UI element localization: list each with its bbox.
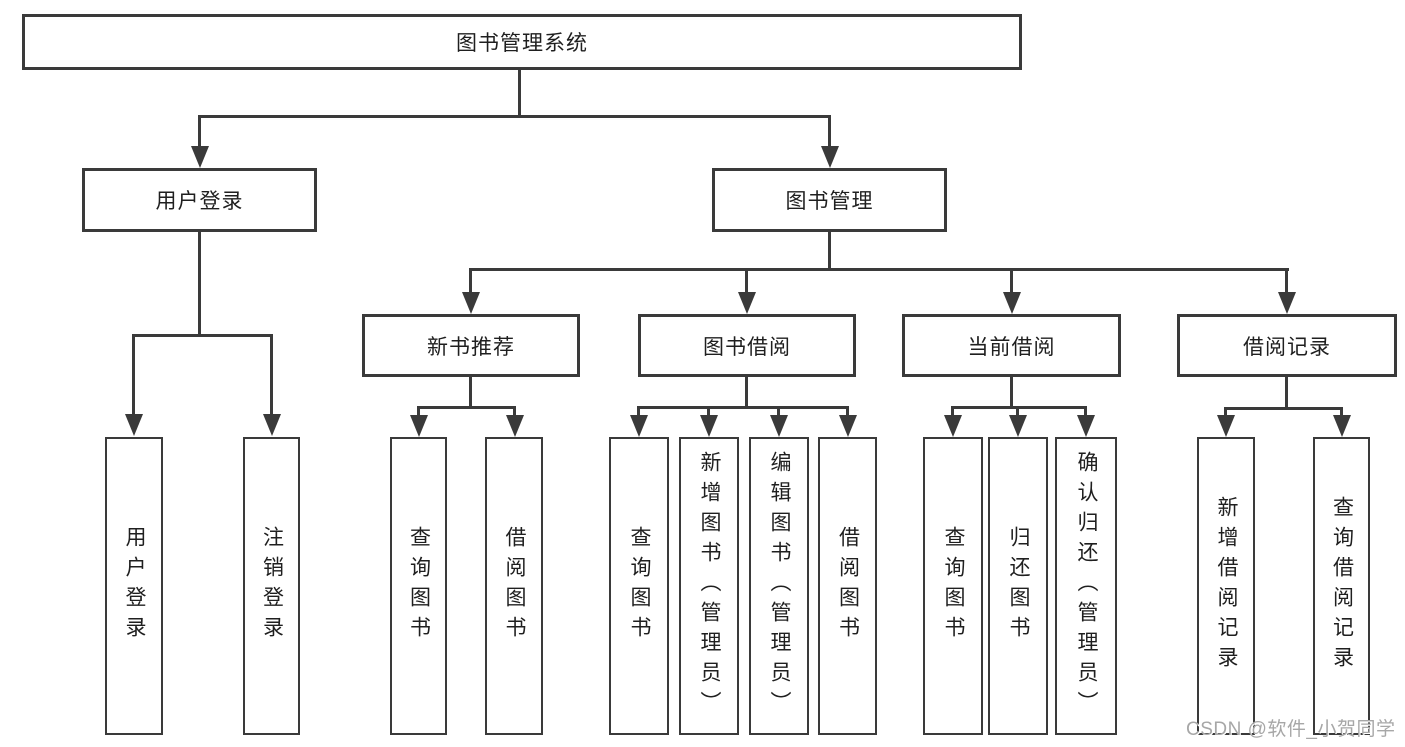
leaf-logout-label: 注销登录: [260, 526, 284, 646]
edge-bookmgmt-stem: [828, 232, 831, 271]
leaf-borrow-query-label: 查询图书: [628, 526, 651, 646]
leaf-record-query-label: 查询借阅记录: [1330, 496, 1354, 676]
arrowhead-book-mgmt-icon: [821, 146, 839, 168]
edge-borrowrecords-stem: [1285, 377, 1288, 410]
leaf-borrow-borrow-label: 借阅图书: [836, 526, 860, 646]
edge-to-leaf-cb-return: [1016, 406, 1019, 417]
edge-to-leaf-cb-query: [951, 406, 954, 417]
edge-to-current-borrow: [1010, 268, 1013, 293]
edge-root-to-book-mgmt: [828, 115, 831, 148]
arrowhead-leaf-bb-borrow-icon: [839, 415, 857, 437]
node-book-management: 图书管理: [712, 168, 947, 232]
edge-userlogin-rail: [132, 334, 273, 337]
leaf-borrow-add-admin-label: 新增图书（管理员）: [698, 451, 721, 721]
edge-to-leaf-logout: [270, 334, 273, 415]
node-current-borrow: 当前借阅: [902, 314, 1121, 377]
arrowhead-leaf-logout-icon: [263, 414, 281, 436]
leaf-logout: 注销登录: [243, 437, 300, 735]
edge-bookborrow-stem: [745, 377, 748, 409]
edge-to-borrow-records: [1285, 268, 1288, 293]
arrowhead-leaf-br-query-icon: [1333, 415, 1351, 437]
node-book-management-label: 图书管理: [785, 190, 874, 213]
node-borrow-records: 借阅记录: [1177, 314, 1397, 377]
node-book-borrow: 图书借阅: [638, 314, 856, 377]
edge-to-leaf-nb-query: [417, 406, 420, 417]
leaf-newbook-borrow-label: 借阅图书: [503, 526, 526, 646]
leaf-borrow-borrow: 借阅图书: [818, 437, 877, 735]
arrowhead-leaf-cb-query-icon: [944, 415, 962, 437]
node-borrow-records-label: 借阅记录: [1243, 335, 1331, 359]
arrowhead-leaf-cb-return-icon: [1009, 415, 1027, 437]
edge-bookmgmt-rail: [469, 268, 1289, 271]
arrowhead-leaf-bb-query-icon: [630, 415, 648, 437]
leaf-current-return-label: 归还图书: [1007, 526, 1030, 646]
edge-to-leaf-cb-confirm: [1084, 406, 1087, 417]
leaf-borrow-edit-admin: 编辑图书（管理员）: [749, 437, 809, 735]
edge-root-rail: [198, 115, 831, 118]
edge-root-to-user-login: [198, 115, 201, 148]
edge-bookborrow-rail: [637, 406, 849, 409]
edge-to-leaf-br-add: [1224, 407, 1227, 417]
leaf-record-query: 查询借阅记录: [1313, 437, 1370, 735]
leaf-newbook-query: 查询图书: [390, 437, 447, 735]
edge-newbookrec-rail: [417, 406, 516, 409]
arrowhead-leaf-nb-borrow-icon: [506, 415, 524, 437]
leaf-newbook-query-label: 查询图书: [407, 526, 431, 646]
leaf-user-login: 用户登录: [105, 437, 163, 735]
node-new-book-recommend-label: 新书推荐: [427, 335, 515, 359]
arrowhead-current-borrow-icon: [1003, 292, 1021, 314]
arrowhead-book-borrow-icon: [738, 292, 756, 314]
edge-root-stem: [518, 68, 521, 118]
edge-to-leaf-bb-query: [637, 406, 640, 417]
edge-newbookrec-stem: [469, 377, 472, 409]
edge-to-leaf-bb-edit: [777, 406, 780, 417]
arrowhead-new-book-rec-icon: [462, 292, 480, 314]
leaf-newbook-borrow: 借阅图书: [485, 437, 543, 735]
edge-to-leaf-nb-borrow: [513, 406, 516, 417]
arrowhead-leaf-cb-confirm-icon: [1077, 415, 1095, 437]
node-current-borrow-label: 当前借阅: [967, 335, 1056, 359]
edge-borrowrecords-rail: [1224, 407, 1343, 410]
leaf-current-query-label: 查询图书: [942, 526, 965, 646]
leaf-current-confirm-admin-label: 确认归还（管理员）: [1075, 451, 1098, 721]
leaf-current-confirm-admin: 确认归还（管理员）: [1055, 437, 1117, 735]
arrowhead-leaf-user-login-icon: [125, 414, 143, 436]
edge-to-leaf-br-query: [1340, 407, 1343, 417]
leaf-current-return: 归还图书: [988, 437, 1048, 735]
leaf-borrow-add-admin: 新增图书（管理员）: [679, 437, 739, 735]
edge-currentborrow-stem: [1010, 377, 1013, 409]
leaf-record-add-label: 新增借阅记录: [1215, 496, 1238, 676]
leaf-borrow-query: 查询图书: [609, 437, 669, 735]
node-user-login: 用户登录: [82, 168, 317, 232]
arrowhead-user-login-icon: [191, 146, 209, 168]
leaf-record-add: 新增借阅记录: [1197, 437, 1255, 735]
arrowhead-leaf-nb-query-icon: [410, 415, 428, 437]
edge-to-leaf-bb-borrow: [846, 406, 849, 417]
node-user-login-label: 用户登录: [155, 190, 244, 213]
node-root: 图书管理系统: [22, 14, 1022, 70]
edge-to-book-borrow: [745, 268, 748, 293]
leaf-borrow-edit-admin-label: 编辑图书（管理员）: [768, 451, 791, 721]
arrowhead-leaf-bb-edit-icon: [770, 415, 788, 437]
edge-to-new-book-rec: [469, 268, 472, 293]
edge-to-leaf-user-login: [132, 334, 135, 415]
node-new-book-recommend: 新书推荐: [362, 314, 580, 377]
node-root-label: 图书管理系统: [456, 32, 588, 55]
edge-to-leaf-bb-add: [707, 406, 710, 417]
edge-currentborrow-rail: [951, 406, 1087, 409]
arrowhead-borrow-records-icon: [1278, 292, 1296, 314]
leaf-current-query: 查询图书: [923, 437, 983, 735]
edge-userlogin-stem: [198, 231, 201, 337]
leaf-user-login-label: 用户登录: [123, 526, 146, 646]
node-book-borrow-label: 图书借阅: [703, 335, 791, 359]
arrowhead-leaf-bb-add-icon: [700, 415, 718, 437]
arrowhead-leaf-br-add-icon: [1217, 415, 1235, 437]
csdn-watermark: CSDN @软件_小贺同学: [1186, 719, 1396, 740]
